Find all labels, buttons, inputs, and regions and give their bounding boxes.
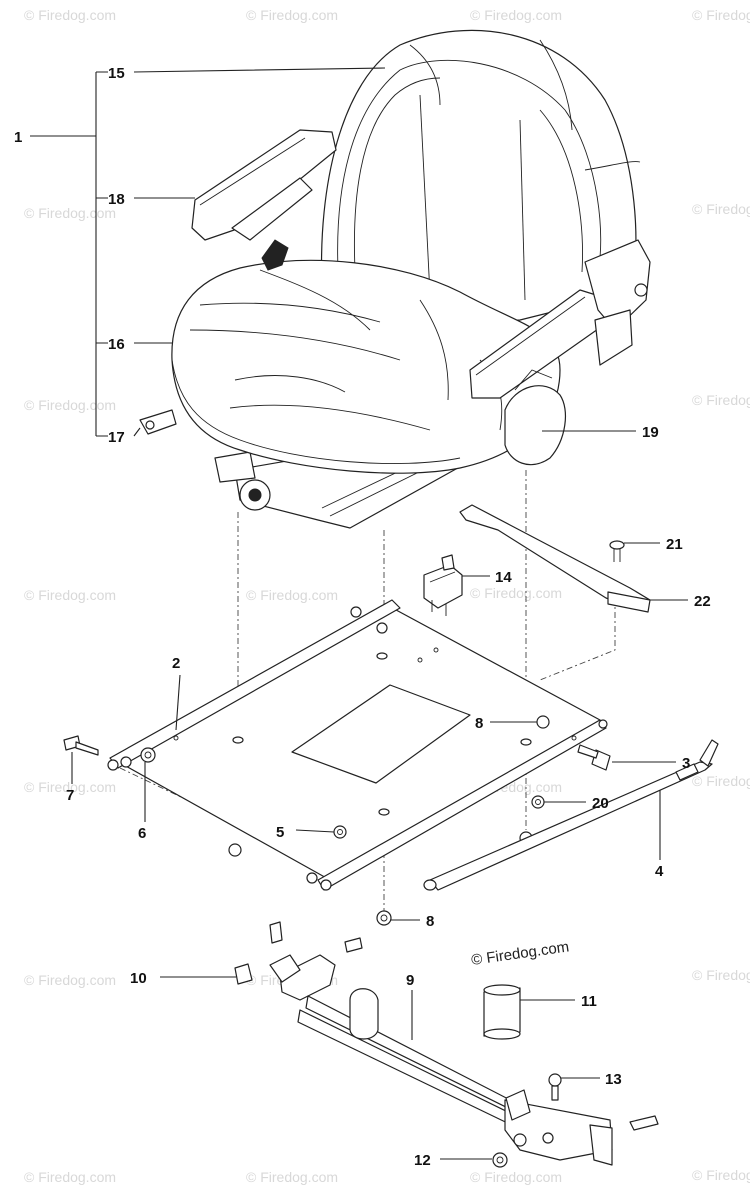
watermark: © Firedog.com [246, 7, 338, 23]
callout-3: 3 [682, 755, 690, 772]
watermark-featured: © Firedog.com [470, 938, 570, 969]
callout-18: 18 [108, 191, 125, 208]
callout-11: 11 [581, 993, 597, 1010]
watermark: © Firedog.com [24, 587, 116, 603]
nut-12 [492, 1152, 508, 1168]
watermark: © Firedog.com [692, 201, 750, 217]
watermark: © Firedog.com [692, 967, 750, 983]
callout-4: 4 [655, 863, 664, 880]
callout-10: 10 [130, 970, 147, 987]
watermark: © Firedog.com [246, 1169, 338, 1185]
watermark: © Firedog.com [24, 205, 116, 221]
seat-mechanism [234, 921, 659, 1166]
bolt-13 [548, 1073, 562, 1087]
callout-2: 2 [172, 655, 180, 672]
backrest [320, 29, 641, 331]
callout-20: 20 [592, 795, 609, 812]
callout-19: 19 [642, 424, 659, 441]
callout-8: 8 [426, 913, 434, 930]
callout-17: 17 [108, 429, 125, 446]
spacer-cylinder [483, 984, 521, 1040]
watermark: © Firedog.com [24, 1169, 116, 1185]
watermark: © Firedog.com [692, 7, 750, 23]
callout-5: 5 [276, 824, 284, 841]
watermark: © Firedog.com [470, 1169, 562, 1185]
callout-6: 6 [138, 825, 146, 842]
right-armrest [469, 239, 651, 466]
seat-adjust-knob [214, 451, 271, 511]
callout-14: 14 [495, 569, 512, 586]
watermark: © Firedog.com [470, 585, 562, 601]
watermark: © Firedog.com [24, 779, 116, 795]
callout-1: 1 [14, 129, 22, 146]
callout-8: 8 [475, 715, 483, 732]
watermark: © Firedog.com [692, 392, 750, 408]
watermark: © Firedog.com [470, 7, 562, 23]
seat-pan [107, 599, 608, 891]
callout-12: 12 [414, 1152, 431, 1169]
seat-cushion [171, 239, 561, 474]
linkage-rod [423, 739, 719, 891]
callout-labels: 1 2 3 4 5 6 7 8 8 9 10 11 12 13 14 15 16… [14, 65, 711, 1169]
callout-22: 22 [694, 593, 711, 610]
watermark: © Firedog.com [692, 1167, 750, 1183]
seat-bracket [459, 504, 651, 613]
watermark: © Firedog.com [692, 773, 750, 789]
callout-7: 7 [66, 787, 74, 804]
callout-16: 16 [108, 336, 125, 353]
callout-13: 13 [605, 1071, 622, 1088]
seat-switch [423, 554, 463, 616]
seat-assembly [139, 29, 651, 529]
callout-15: 15 [108, 65, 125, 82]
watermark: © Firedog.com [24, 972, 116, 988]
callout-21: 21 [666, 536, 683, 553]
watermark: © Firedog.com [24, 7, 116, 23]
leader-lines [30, 67, 688, 1160]
fasteners [63, 715, 611, 926]
callout-9: 9 [406, 972, 414, 989]
watermark: © Firedog.com [246, 587, 338, 603]
left-armrest [191, 129, 337, 241]
watermark: © Firedog.com [24, 397, 116, 413]
